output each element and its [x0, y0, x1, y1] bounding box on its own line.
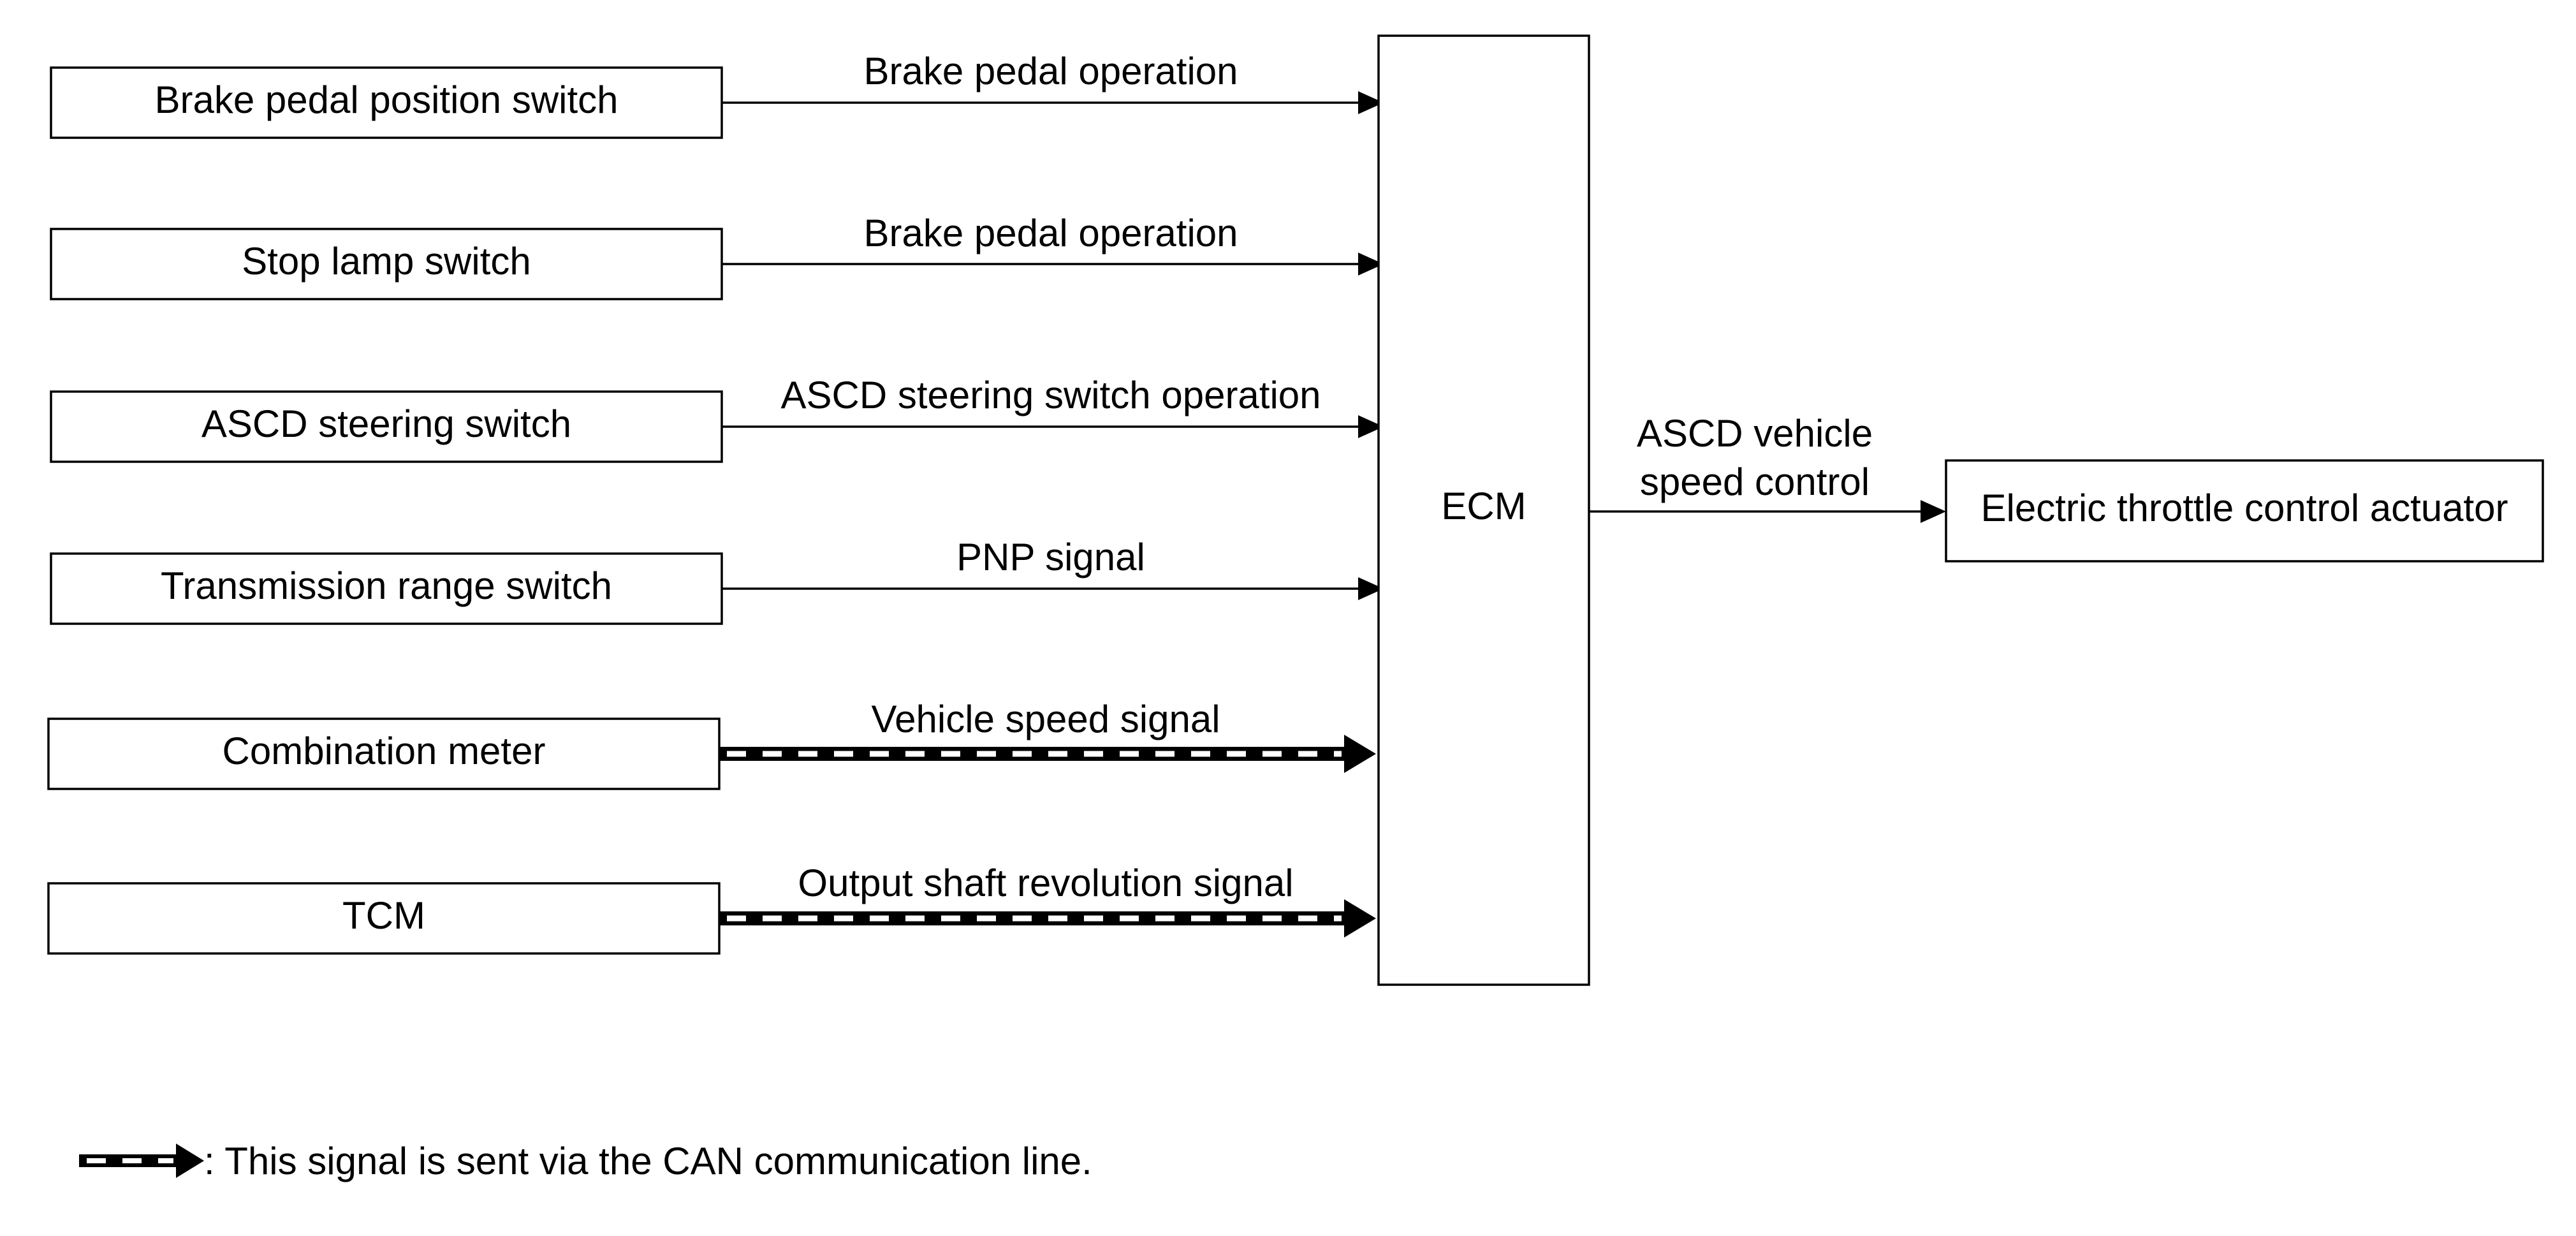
ecm-block: ECM [1377, 34, 1590, 986]
input-label: Brake pedal position switch [154, 78, 618, 121]
input-row-tcm: TCM Output shaft revolution signal [47, 862, 1376, 955]
output-signal-label-line1: ASCD vehicle [1637, 412, 1873, 455]
arrowhead [1921, 500, 1946, 523]
input-label: TCM [342, 894, 425, 937]
legend: : This signal is sent via the CAN commun… [79, 1140, 1092, 1182]
arrowhead [1358, 415, 1384, 438]
signal-label: Output shaft revolution signal [798, 862, 1293, 904]
input-box-tcm [47, 882, 721, 955]
signal-label: Brake pedal operation [863, 212, 1238, 254]
input-label: Combination meter [223, 730, 546, 772]
input-row-brake-pedal-position-switch: Brake pedal position switch Brake pedal … [50, 50, 1384, 139]
signal-label: Brake pedal operation [863, 50, 1238, 92]
input-row-ascd-steering-switch: ASCD steering switch ASCD steering switc… [50, 374, 1384, 463]
legend-text: : This signal is sent via the CAN commun… [204, 1140, 1092, 1182]
arrowhead [1358, 577, 1384, 600]
input-row-combination-meter: Combination meter Vehicle speed signal [47, 698, 1376, 790]
arrowhead [1358, 253, 1384, 276]
input-label: Transmission range switch [161, 564, 612, 607]
input-box-stop-lamp-switch [50, 228, 723, 300]
input-label: Stop lamp switch [242, 240, 531, 283]
input-label: ASCD steering switch [201, 402, 571, 445]
input-box-transmission-range-switch [50, 552, 723, 625]
input-row-stop-lamp-switch: Stop lamp switch Brake pedal operation [50, 212, 1384, 300]
can-arrowhead [1344, 899, 1376, 938]
signal-label: ASCD steering switch operation [780, 374, 1321, 416]
output-label: Electric throttle control actuator [1980, 487, 2508, 529]
input-row-transmission-range-switch: Transmission range switch PNP signal [50, 536, 1384, 625]
input-box-ascd-steering-switch [50, 390, 723, 463]
output-box-electric-throttle-control-actuator [1945, 459, 2544, 563]
output-signal-label-line2: speed control [1640, 460, 1870, 503]
can-arrowhead [1344, 735, 1376, 773]
output-row-electric-throttle-control-actuator: ASCD vehicle speed control Electric thro… [1589, 412, 2544, 563]
ecm-label: ECM [1441, 485, 1526, 527]
input-box-brake-pedal-position-switch [50, 66, 723, 139]
signal-label: Vehicle speed signal [871, 698, 1220, 740]
arrowhead [1358, 91, 1384, 114]
ecm-box [1377, 34, 1590, 986]
signal-label: PNP signal [956, 536, 1145, 578]
legend-can-arrow-icon [176, 1144, 204, 1178]
